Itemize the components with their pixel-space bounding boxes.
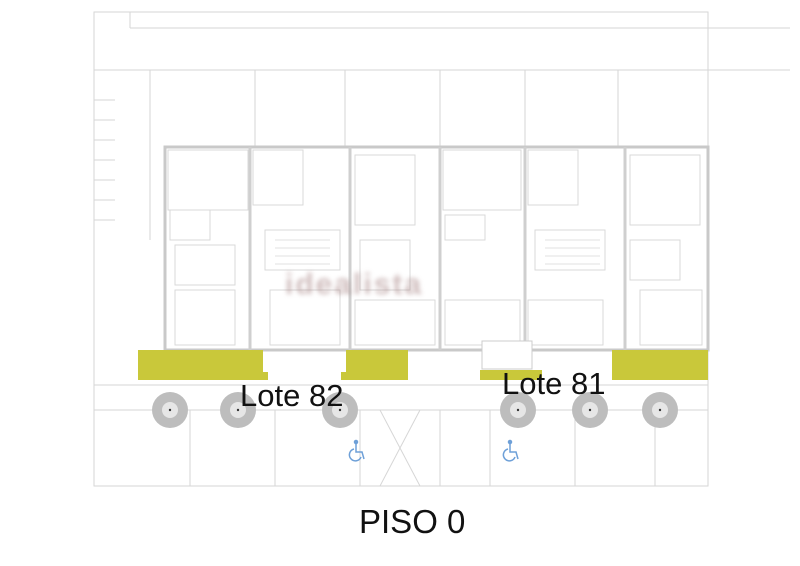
tree-icon (642, 392, 678, 428)
lot-label-82: Lote 82 (240, 378, 344, 413)
green-area-4 (612, 350, 708, 380)
green-area-1 (138, 350, 268, 380)
tree-icon (572, 392, 608, 428)
trees (152, 392, 678, 428)
tree-icon (220, 392, 256, 428)
green-areas (138, 350, 708, 380)
green-area-3 (480, 370, 542, 380)
lot-label-81: Lote 81 (502, 366, 606, 401)
wheelchair-icon (502, 439, 519, 462)
tree-icon (152, 392, 188, 428)
watermark: idealista (285, 268, 424, 301)
site-lines (93, 11, 790, 487)
entrance-box (481, 340, 533, 370)
green-area-2 (341, 350, 408, 380)
floor-title: PISO 0 (359, 503, 466, 540)
tree-icon (500, 392, 536, 428)
tree-icon (322, 392, 358, 428)
wheelchair-icon (348, 439, 365, 462)
building-walls (163, 145, 710, 352)
